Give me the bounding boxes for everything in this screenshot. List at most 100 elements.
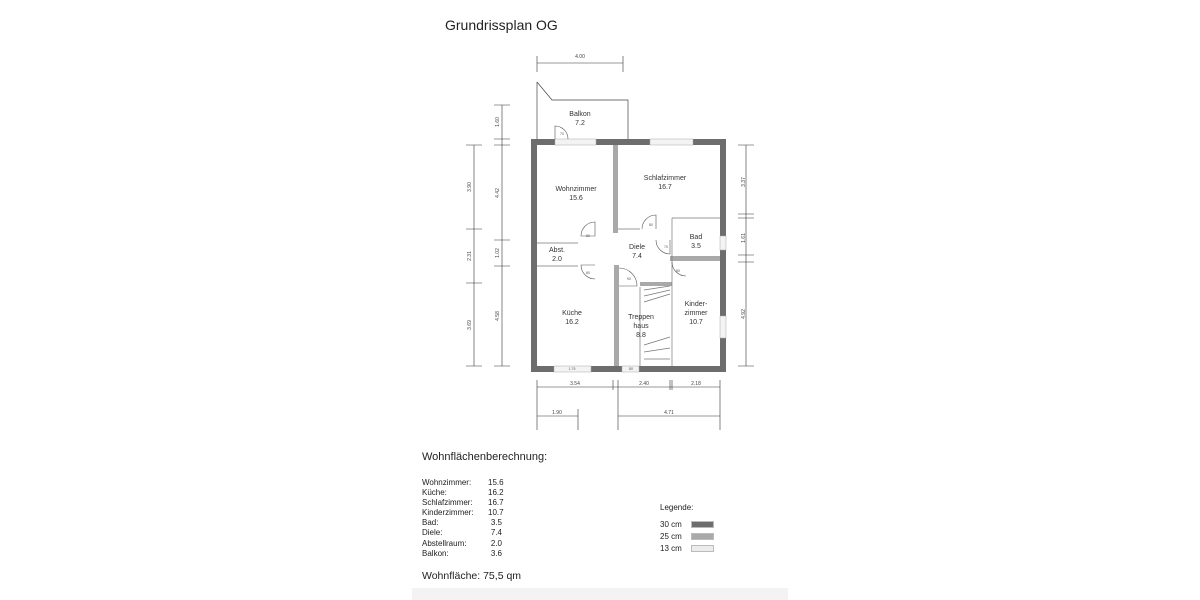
room-name: Wohnzimmer: [422,478,472,487]
room-name: Bad: [422,518,439,528]
window [719,235,727,251]
door-swings [554,125,687,287]
room-treppenhaus: Treppen [628,314,654,321]
svg-text:4.58: 4.58 [495,311,501,321]
room-kinderzimmer: Kinder- [685,301,708,308]
area-row: Kinderzimmer: 10.7 [422,508,547,518]
svg-text:80: 80 [586,271,590,275]
window [719,315,727,339]
room-wohnzimmer: Wohnzimmer [555,186,597,193]
svg-text:1.60: 1.60 [495,117,501,127]
door-labels: 70 80 80 70 80 90 80 [560,132,680,281]
svg-text:8.8: 8.8 [636,332,646,339]
legend: Legende: 30 cm 25 cm 13 cm [660,503,714,555]
room-name: Diele: [422,528,443,538]
area-row: Balkon: 3.6 [422,549,547,559]
thin-walls [537,217,720,366]
svg-text:16.2: 16.2 [565,319,579,326]
window-label: 80 [629,367,633,371]
legend-title: Legende: [660,503,694,512]
room-diele: Diele [629,244,645,251]
svg-text:70: 70 [664,245,668,249]
area-row: Küche: 16.2 [422,488,547,498]
svg-text:90: 90 [627,277,631,281]
room-area: 3.6 [490,548,502,558]
window [553,365,592,373]
windows [553,138,727,373]
svg-text:80: 80 [649,223,653,227]
legend-swatch [691,532,714,540]
dimension-labels: 4.00 3.90 2.31 3.69 1.60 4.42 1.02 4.58 … [467,54,747,416]
svg-text:1.02: 1.02 [495,248,501,258]
svg-text:4.71: 4.71 [664,410,674,416]
legend-label: 25 cm [660,531,682,541]
svg-text:1.90: 1.90 [552,410,562,416]
calculation-heading: Wohnflächenberechnung: [422,451,548,463]
room-area: 15.6 [488,478,504,487]
svg-text:80: 80 [676,269,680,273]
svg-text:10.7: 10.7 [689,319,703,326]
svg-text:16.7: 16.7 [658,184,672,191]
svg-text:haus: haus [633,323,649,330]
svg-text:3.54: 3.54 [570,381,580,387]
svg-text:1.61: 1.61 [741,233,747,243]
dimension-lines [466,56,754,430]
svg-text:4.42: 4.42 [495,188,501,198]
area-row: Wohnzimmer: 15.6 [422,478,547,488]
svg-text:2.40: 2.40 [639,381,649,387]
svg-text:3.90: 3.90 [467,182,473,192]
svg-text:3.69: 3.69 [467,320,473,330]
room-area: 16.2 [488,488,504,498]
room-name: Küche: [422,488,447,498]
svg-text:4.00: 4.00 [575,54,585,60]
window [621,365,640,373]
svg-text:2.0: 2.0 [552,256,562,263]
svg-text:3.5: 3.5 [691,243,701,250]
svg-text:4.92: 4.92 [741,309,747,319]
room-name: Abstellraum: [422,538,467,548]
area-row: Bad: 3.5 [422,518,547,528]
svg-text:zimmer: zimmer [685,310,709,317]
room-name: Schlafzimmer: [422,498,473,508]
legend-item: 30 cm [660,518,714,530]
room-area: 2.0 [490,538,502,548]
balcony-outline [536,81,629,139]
window-label: 1.75 [569,367,576,371]
room-name: Balkon: [422,548,449,558]
room-area: 10.7 [488,508,504,518]
room-name: Kinderzimmer: [422,508,474,518]
inner-walls [613,145,720,366]
room-area: 7.4 [490,528,502,538]
room-area: 3.5 [490,518,502,528]
svg-text:2.31: 2.31 [467,251,473,261]
svg-text:80: 80 [586,234,590,238]
svg-text:15.6: 15.6 [569,195,583,202]
room-schlafzimmer: Schlafzimmer [644,175,687,182]
area-row: Schlafzimmer: 16.7 [422,498,547,508]
legend-swatch [691,544,714,552]
area-row: Abstellraum: 2.0 [422,539,547,549]
room-bad: Bad [690,234,703,241]
svg-text:3.37: 3.37 [741,177,747,187]
legend-label: 30 cm [660,519,682,529]
svg-text:7.2: 7.2 [575,120,585,127]
legend-item: 25 cm [660,530,714,542]
window [649,138,694,146]
page-bottom-edge [412,588,788,600]
legend-item: 13 cm [660,542,714,554]
page-title: Grundrissplan OG [445,17,558,33]
legend-swatch [691,520,714,528]
room-labels: Balkon 7.2 Wohnzimmer 15.6 Schlafzimmer 16.… [549,111,708,339]
window [554,138,597,146]
room-balkon: Balkon [569,111,591,118]
svg-text:70: 70 [560,132,564,136]
room-area: 16.7 [488,498,504,508]
area-row: Diele: 7.4 [422,528,547,538]
svg-text:2.18: 2.18 [691,381,701,387]
room-kueche: Küche [562,310,582,317]
legend-label: 13 cm [660,543,682,553]
room-abstellraum: Abst. [549,247,565,254]
total-area: Wohnfläche: 75,5 qm [422,569,522,582]
